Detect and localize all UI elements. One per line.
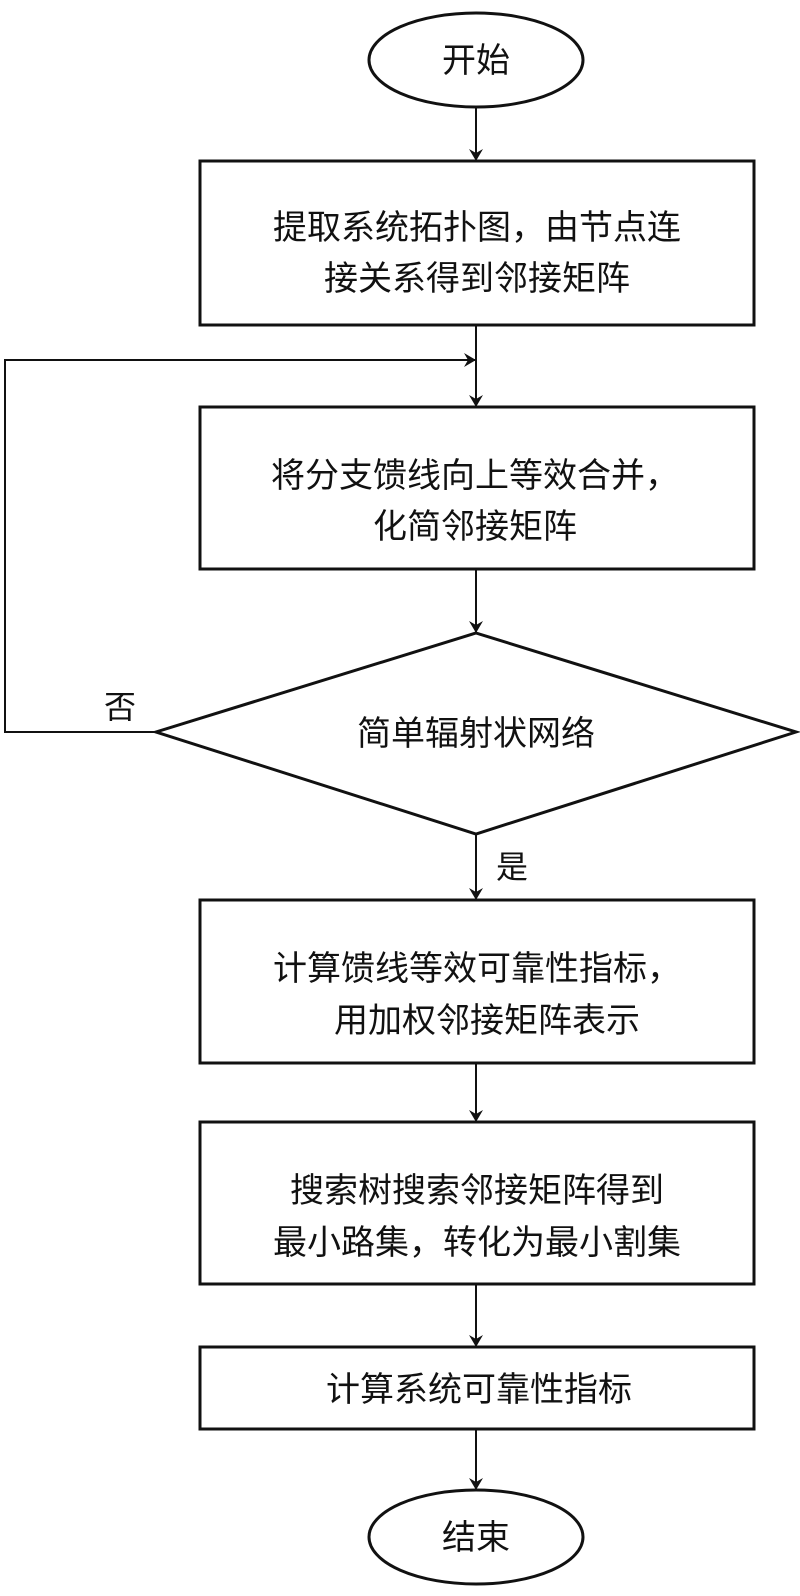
system-reliability-label: 计算系统可靠性指标	[326, 1370, 632, 1410]
feeder-reliability-step: 计算馈线等效可靠性指标， 用加权邻接矩阵表示	[198, 898, 756, 1065]
radial-network-decision-label: 简单辐射状网络	[357, 714, 595, 754]
search-tree-step: 搜索树搜索邻接矩阵得到 最小路集，转化为最小割集	[198, 1120, 756, 1286]
system-reliability-step: 计算系统可靠性指标	[198, 1345, 756, 1431]
extract-topology-line-2: 接关系得到邻接矩阵	[324, 259, 630, 299]
extract-topology-line-1: 提取系统拓扑图，由节点连	[273, 208, 681, 248]
merge-branch-feeders-step: 将分支馈线向上等效合并， 化简邻接矩阵	[198, 405, 756, 571]
feeder-reliability-line-1: 计算馈线等效可靠性指标，	[273, 949, 681, 989]
search-tree-line-1: 搜索树搜索邻接矩阵得到	[290, 1171, 664, 1211]
merge-branch-feeders-line-2: 化简邻接矩阵	[373, 507, 577, 547]
search-tree-line-2: 最小路集，转化为最小割集	[273, 1223, 681, 1263]
merge-branch-feeders-line-1: 将分支馈线向上等效合并，	[271, 456, 679, 496]
yes-branch-label: 是	[496, 848, 528, 886]
end-node-label: 结束	[442, 1518, 510, 1558]
extract-topology-step: 提取系统拓扑图，由节点连 接关系得到邻接矩阵	[198, 159, 756, 327]
no-branch-loop-connector	[4, 353, 476, 733]
start-node: 开始	[367, 11, 585, 109]
radial-network-decision: 简单辐射状网络	[150, 631, 800, 836]
feeder-reliability-line-2: 用加权邻接矩阵表示	[334, 1001, 640, 1041]
end-node: 结束	[367, 1488, 585, 1586]
no-branch-label: 否	[104, 688, 136, 726]
start-node-label: 开始	[442, 41, 510, 81]
